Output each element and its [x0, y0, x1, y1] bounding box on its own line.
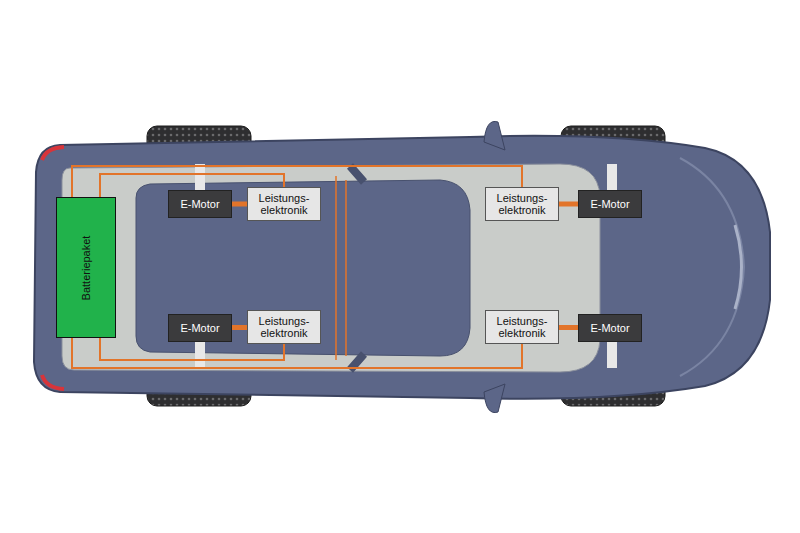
node-label: E-Motor	[180, 198, 219, 210]
power-link	[559, 325, 578, 330]
node-label: Batteriepaket	[80, 235, 92, 300]
axle	[607, 342, 617, 368]
power-electronics: Leistungs- elektronik	[247, 187, 321, 221]
tail-light	[42, 375, 64, 389]
e-motor: E-Motor	[578, 190, 642, 218]
hood-line	[680, 158, 744, 376]
power-link	[559, 202, 578, 207]
node-label: E-Motor	[590, 198, 629, 210]
tail-light	[42, 147, 64, 160]
grille	[735, 225, 742, 309]
node-label: E-Motor	[180, 322, 219, 334]
node-label: Leistungs- elektronik	[486, 192, 558, 216]
axle	[195, 342, 205, 368]
pillar	[350, 166, 364, 370]
node-label: Leistungs- elektronik	[248, 315, 320, 339]
node-label: Leistungs- elektronik	[248, 192, 320, 216]
power-electronics: Leistungs- elektronik	[485, 310, 559, 344]
roof	[136, 180, 470, 356]
mirror	[484, 121, 505, 150]
node-label: Leistungs- elektronik	[486, 315, 558, 339]
axle	[607, 164, 617, 190]
cabin	[62, 164, 600, 372]
power-electronics: Leistungs- elektronik	[247, 310, 321, 344]
car-body	[34, 136, 770, 399]
e-motor: E-Motor	[168, 190, 232, 218]
mirror	[484, 384, 505, 413]
e-motor: E-Motor	[578, 314, 642, 342]
power-link	[232, 325, 247, 330]
axle	[195, 164, 205, 190]
power-link	[232, 202, 247, 207]
power-electronics: Leistungs- elektronik	[485, 187, 559, 221]
node-label: E-Motor	[590, 322, 629, 334]
e-motor: E-Motor	[168, 314, 232, 342]
wire	[336, 176, 346, 360]
battery-pack: Batteriepaket	[56, 197, 116, 338]
